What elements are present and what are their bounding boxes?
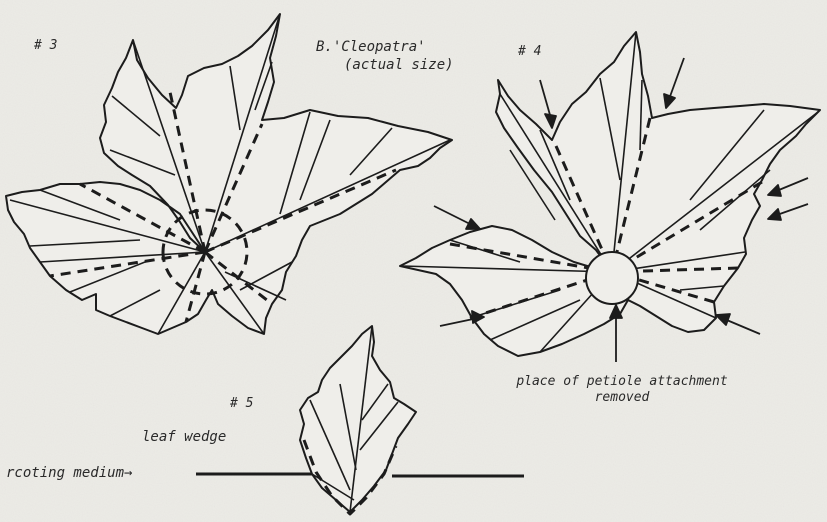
petiole-caption-line2: removed: [496, 390, 748, 405]
rooting-medium-label: rcoting medium→: [6, 466, 132, 481]
petiole-caption-line1: place of petiole attachment: [496, 374, 748, 389]
leaf-wedge-label: leaf wedge: [142, 430, 226, 445]
fig-5-label: # 5: [230, 396, 253, 411]
subtitle-label: (actual size): [344, 58, 454, 73]
fig-3-label: # 3: [34, 38, 57, 53]
title-label: B.'Cleopatra': [316, 40, 426, 55]
petiole-hole: [586, 252, 638, 304]
fig-4-label: # 4: [518, 44, 541, 59]
